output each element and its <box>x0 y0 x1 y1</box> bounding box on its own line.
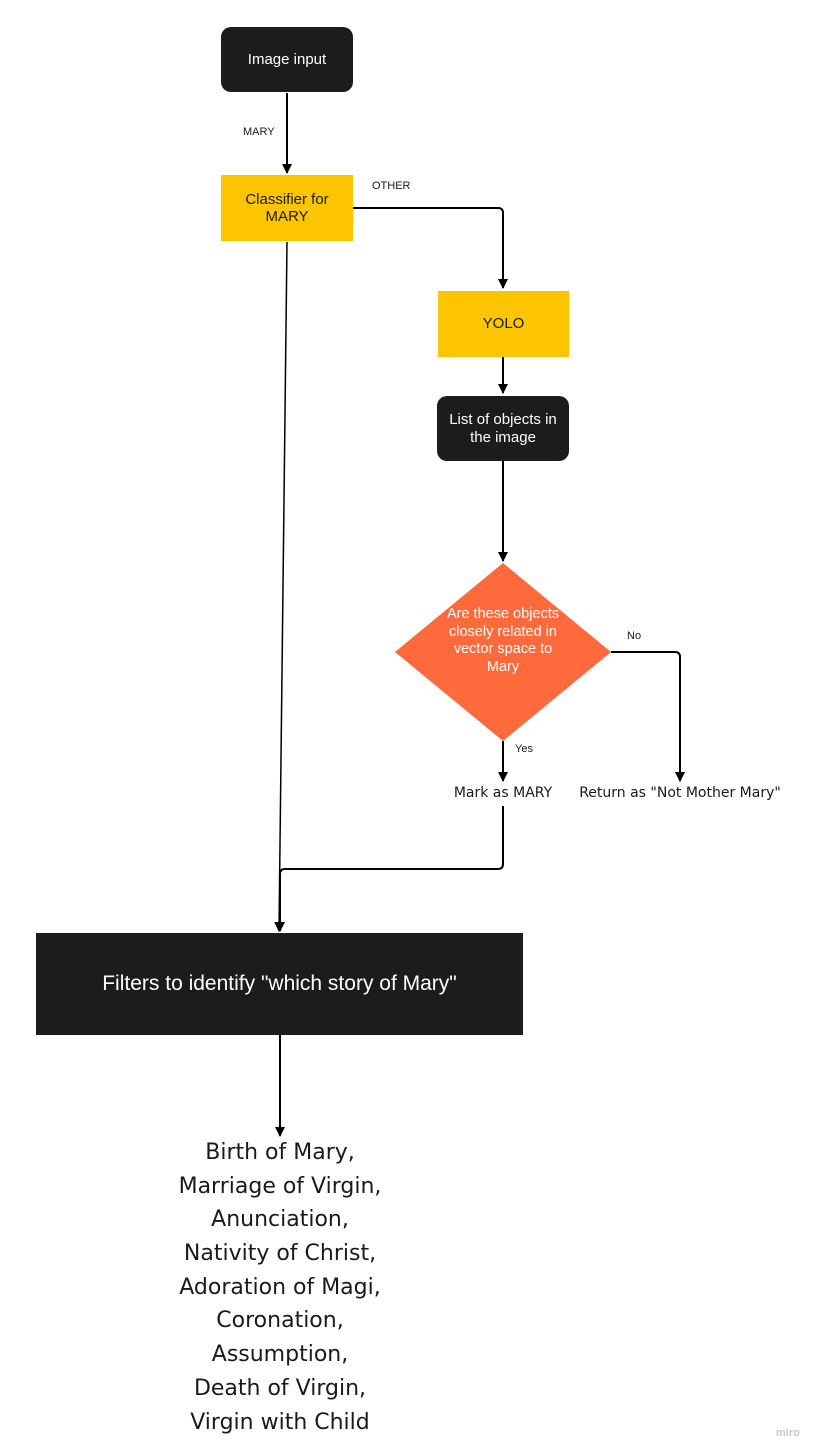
yolo-label: YOLO <box>482 315 525 333</box>
classifier-label: Classifier for MARY <box>245 190 329 225</box>
mark-as-mary-label: Mark as MARY <box>453 785 553 801</box>
edge-label-yes: Yes <box>515 743 533 755</box>
edge-label-no: No <box>627 630 642 642</box>
filters-node: Filters to identify "which story of Mary… <box>36 933 523 1035</box>
connector-classifier-to-yolo <box>353 207 508 289</box>
image-input-label: Image input <box>247 50 327 68</box>
story-item: Nativity of Christ, <box>183 1241 377 1267</box>
story-item: Death of Virgin, <box>193 1375 367 1401</box>
story-item: Marriage of Virgin, <box>178 1173 382 1199</box>
connector-mark-to-filters <box>275 806 504 932</box>
story-item: Birth of Mary, <box>205 1140 355 1165</box>
decision-label: Are these objects closely related in vec… <box>446 606 560 676</box>
connector-decision-no <box>611 651 685 782</box>
story-item: Anunciation, <box>211 1207 349 1233</box>
filters-label: Filters to identify "which story of Mary… <box>102 971 457 995</box>
return-not-mary-label: Return as "Not Mother Mary" <box>579 785 781 801</box>
miro-watermark: miro <box>776 1427 800 1439</box>
story-item: Adoration of Magi, <box>179 1274 381 1300</box>
story-item: Virgin with Child <box>190 1409 370 1435</box>
yolo-node: YOLO <box>438 291 569 357</box>
story-list: Birth of Mary, Marriage of Virgin, Anunc… <box>130 1136 430 1439</box>
classifier-node: Classifier for MARY <box>221 175 353 241</box>
image-input-node: Image input <box>221 27 353 92</box>
objects-list-node: List of objects in the image <box>437 396 569 461</box>
edge-label-other: OTHER <box>372 180 411 192</box>
edge-label-mary: MARY <box>243 126 275 138</box>
story-item: Assumption, <box>211 1342 349 1368</box>
decision-diamond <box>395 563 611 741</box>
story-item: Coronation, <box>216 1308 344 1334</box>
objects-list-label: List of objects in the image <box>449 411 557 446</box>
connector-classifier-to-filters <box>274 241 288 932</box>
